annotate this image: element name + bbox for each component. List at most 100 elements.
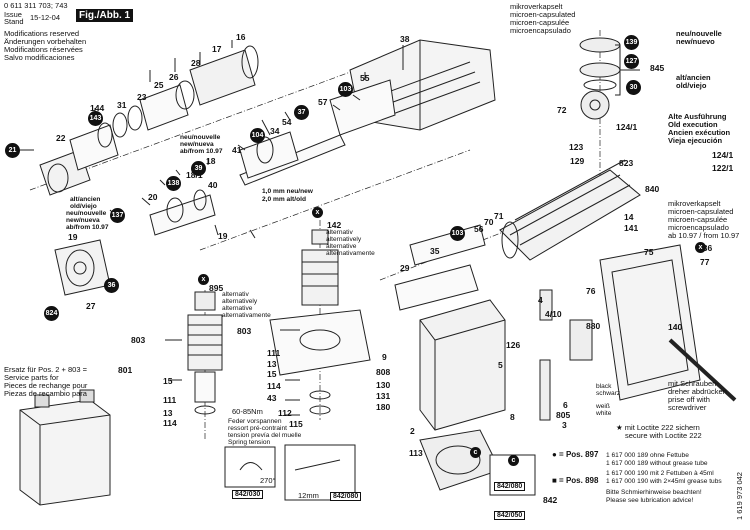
badge-138: 138 — [166, 176, 181, 191]
label-41: 41 — [232, 145, 242, 155]
note-line: Piezas de recambio para — [4, 389, 87, 398]
note-line: ab/from 10.97 — [180, 148, 223, 155]
label-801: 801 — [118, 365, 133, 375]
label-142: 142 — [327, 220, 342, 230]
label-840: 840 — [645, 184, 660, 194]
label-43: 43 — [267, 393, 277, 403]
label-115: 115 — [289, 419, 303, 429]
label-18: 18 — [206, 156, 216, 166]
note-line: Old execution — [668, 120, 718, 129]
label-26: 26 — [169, 72, 179, 82]
label-8: 8 — [510, 412, 515, 422]
badge-127: 127 — [624, 54, 639, 69]
note-line: secure with Loctite 222 — [625, 431, 702, 440]
badge-36: 36 — [104, 278, 119, 293]
label-842-080: 842/080 — [494, 482, 526, 491]
note-line: new/nueva — [180, 141, 214, 148]
note-line: 1 617 000 189 without grease tube — [606, 460, 708, 467]
label-126: 126 — [506, 340, 521, 350]
label-27: 27 — [86, 301, 96, 311]
badge-30: 30 — [626, 80, 641, 95]
document-code: 1 619 973 042 — [735, 472, 744, 520]
issue-label: Issue — [4, 10, 22, 19]
label-16: 16 — [236, 32, 246, 42]
label-124-1: 124/1 — [616, 122, 638, 132]
label-141: 141 — [624, 223, 639, 233]
label-56: 56 — [474, 224, 484, 234]
label-72: 72 — [557, 105, 567, 115]
label-803-b: 803 — [237, 326, 252, 336]
label-5: 5 — [498, 360, 503, 370]
note-line: alternativamente — [222, 312, 271, 319]
pos-898: ■ = Pos. 898 — [552, 476, 599, 485]
pos-897: ● = Pos. 897 — [552, 450, 599, 459]
note-line: alt/ancien — [676, 73, 711, 82]
badge-139: 139 — [624, 35, 639, 50]
note-line: ab 10.97 / from 10.97 — [668, 231, 740, 240]
label-845: 845 — [650, 63, 665, 73]
label-6: 6 — [563, 400, 568, 410]
label-38: 38 — [400, 34, 410, 44]
badge-103-a: 103 — [338, 82, 353, 97]
note-line: neu/nouvelle — [66, 210, 107, 217]
note-line: microen-capsulated — [668, 207, 734, 216]
note-line: black — [596, 383, 612, 390]
note-line: old/viejo — [676, 81, 707, 90]
label-4-10: 4/10 — [545, 309, 562, 319]
label-25: 25 — [154, 80, 164, 90]
badge-137: 137 — [110, 208, 125, 223]
label-842-080-inset: 842/080 — [330, 492, 362, 501]
note-line: 1 617 000 189 ohne Fettube — [606, 452, 689, 459]
label-75: 75 — [644, 247, 654, 257]
badge-x-895: x — [198, 274, 209, 285]
label-124-1-old: 124/1 — [712, 150, 734, 160]
label-114-a: 114 — [163, 418, 177, 428]
note-line: 2,0 mm alt/old — [262, 196, 306, 203]
note-line: Feder vorspannen — [228, 418, 282, 425]
label-19-b: 19 — [68, 232, 78, 242]
note-line: tension prevía del muelle — [228, 432, 302, 439]
label-842-030: 842/030 — [232, 490, 264, 499]
note-line: ★ mit Loctite 222 sichern — [616, 423, 700, 432]
label-131: 131 — [376, 391, 391, 401]
label-805: 805 — [556, 410, 571, 420]
mod-line: Änderungen vorbehalten — [4, 37, 87, 46]
label-808: 808 — [376, 367, 391, 377]
label-144: 144 — [90, 103, 105, 113]
label-14: 14 — [624, 212, 634, 222]
note-line: alternatively — [326, 236, 362, 243]
note-line: microen-capsulée — [668, 215, 728, 224]
note-line: alternativ — [326, 229, 353, 236]
label-122-1: 122/1 — [712, 163, 734, 173]
label-140: 140 — [668, 322, 683, 332]
badge-x-136: x — [695, 242, 706, 253]
label-34: 34 — [270, 126, 280, 136]
mod-line: Modifications réservées — [4, 45, 83, 54]
note-line: Bitte Schmierhinweise beachten! — [606, 489, 702, 496]
label-4: 4 — [538, 295, 543, 305]
note-line: alternativ — [222, 291, 249, 298]
label-803-a: 803 — [131, 335, 146, 345]
note-line: 1,0 mm neu/new — [262, 188, 313, 195]
label-76: 76 — [586, 286, 596, 296]
label-28: 28 — [191, 58, 201, 68]
note-line: Vieja ejecución — [668, 136, 723, 145]
note-line: 1 617 000 190 with 2×45ml grease tubs — [606, 478, 722, 485]
note-line: neu/nouvelle — [180, 134, 221, 141]
label-13-a: 13 — [163, 408, 173, 418]
label-54: 54 — [282, 117, 292, 127]
note-line: prise off with — [668, 395, 710, 404]
note-line: microen-capsulée — [510, 18, 570, 27]
part-number: 0 611 311 703; 743 — [4, 1, 68, 10]
label-9: 9 — [382, 352, 387, 362]
badge-c-b: c — [508, 455, 519, 466]
label-71: 71 — [494, 211, 504, 221]
note-line: Alte Ausführung — [668, 112, 727, 121]
note-line: mikroverkapselt — [668, 199, 721, 208]
note-line: white — [596, 410, 612, 417]
stand-label: Stand — [4, 17, 24, 26]
label-895: 895 — [209, 283, 224, 293]
label-823: 823 — [619, 158, 634, 168]
figure-label: Fig./Abb. 1 — [76, 9, 134, 22]
